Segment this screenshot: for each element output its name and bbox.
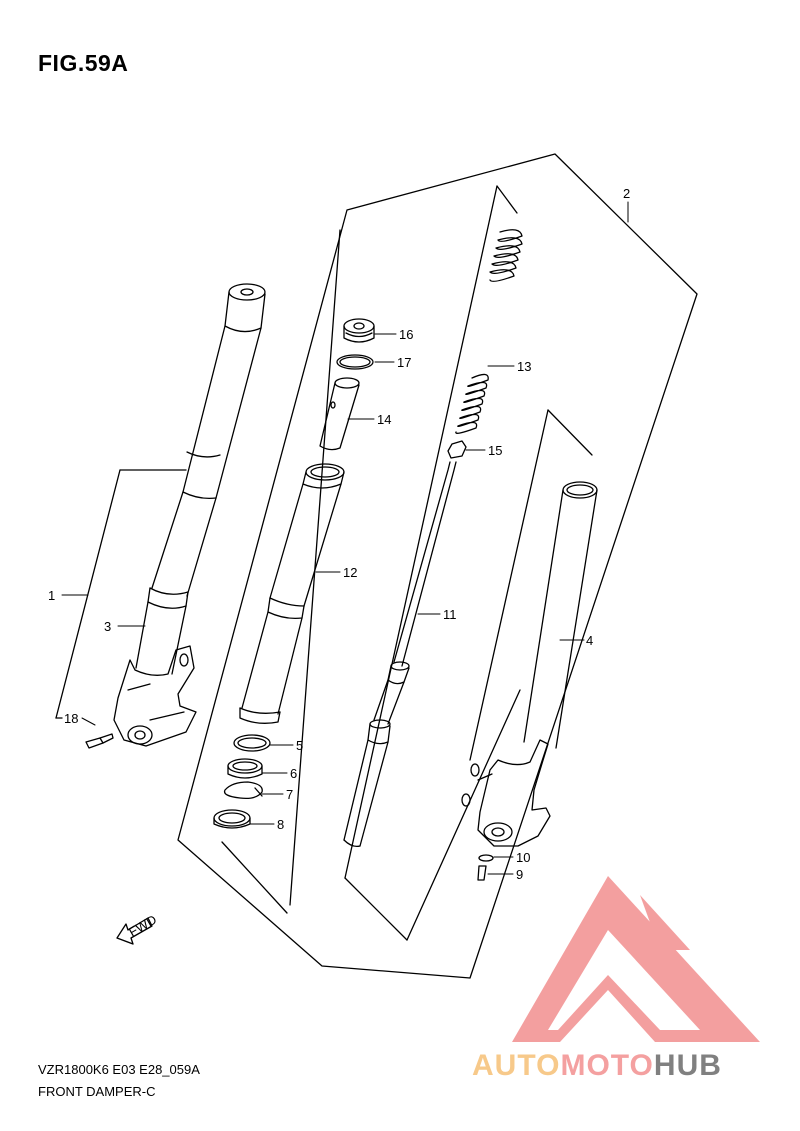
figure-title: FIG.59A bbox=[38, 50, 129, 76]
washer-part-10 bbox=[478, 854, 494, 862]
clip-part-7 bbox=[223, 781, 263, 800]
callout-8: 8 bbox=[277, 817, 284, 832]
seal-part-8 bbox=[213, 809, 251, 829]
spacer-part-14 bbox=[319, 377, 360, 451]
assembly-outline-2 bbox=[177, 153, 698, 979]
bushing-part-6 bbox=[227, 758, 263, 779]
left-fork-assembly bbox=[113, 283, 266, 747]
bolt-part-18 bbox=[85, 733, 114, 749]
bolt-part-9 bbox=[477, 865, 487, 881]
o-ring-part-17 bbox=[336, 354, 374, 370]
right-fork-assembly bbox=[461, 481, 598, 847]
watermark-brand-moto: MOTO bbox=[560, 1049, 654, 1082]
leader-lines bbox=[61, 201, 629, 875]
bracket-part-1 bbox=[55, 469, 187, 719]
callout-7: 7 bbox=[286, 787, 293, 802]
watermark-brand-auto: AUTO bbox=[472, 1049, 561, 1082]
callout-2: 2 bbox=[623, 186, 630, 201]
inner-bracket-right bbox=[469, 409, 593, 761]
inner-tube-part-12 bbox=[239, 463, 345, 724]
callout-18: 18 bbox=[64, 711, 78, 726]
callout-14: 14 bbox=[377, 412, 391, 427]
callout-15: 15 bbox=[488, 443, 502, 458]
callout-12: 12 bbox=[343, 565, 357, 580]
damper-rod-part-11 bbox=[343, 461, 457, 848]
cap-bolt-part-16 bbox=[343, 318, 375, 343]
callout-9: 9 bbox=[516, 867, 523, 882]
callout-11: 11 bbox=[443, 607, 457, 622]
figure-name: FRONT DAMPER-C bbox=[38, 1084, 156, 1099]
watermark-brand-hub: HUB bbox=[653, 1049, 722, 1082]
figure-code: VZR1800K6 E03 E28_059A bbox=[38, 1062, 200, 1077]
callout-6: 6 bbox=[290, 766, 297, 781]
spring-part-13 bbox=[455, 229, 523, 434]
callout-13: 13 bbox=[517, 359, 531, 374]
watermark-logo-icon bbox=[512, 876, 760, 1042]
fwd-arrow-icon bbox=[116, 917, 153, 945]
callout-1: 1 bbox=[48, 588, 55, 603]
inner-bracket-center bbox=[344, 185, 521, 941]
watermark-brand: AUTOMOTOHUB bbox=[472, 1049, 722, 1083]
fwd-label: FWD bbox=[126, 912, 159, 940]
callout-17: 17 bbox=[397, 355, 411, 370]
callout-4: 4 bbox=[586, 633, 593, 648]
callout-10: 10 bbox=[516, 850, 530, 865]
callout-5: 5 bbox=[296, 738, 303, 753]
callout-16: 16 bbox=[399, 327, 413, 342]
callout-3: 3 bbox=[104, 619, 111, 634]
ring-part-5 bbox=[233, 734, 271, 752]
nut-part-15 bbox=[447, 440, 467, 459]
